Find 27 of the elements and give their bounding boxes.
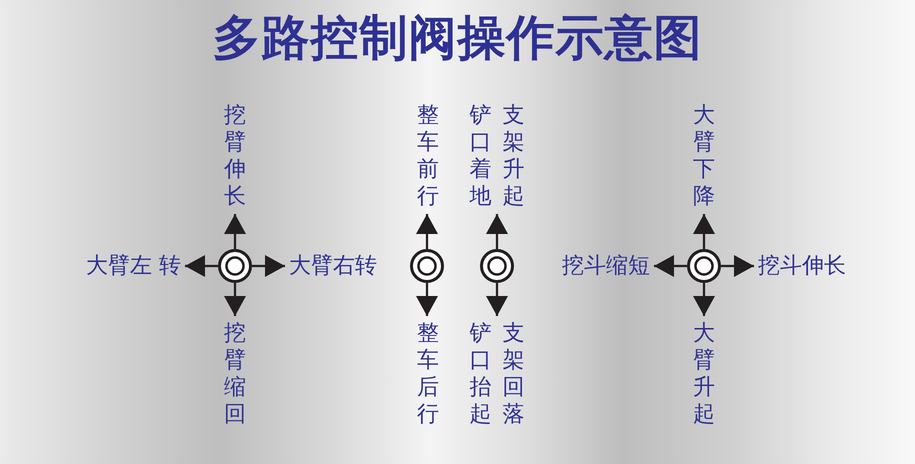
arrow bbox=[224, 283, 246, 316]
arrow bbox=[252, 255, 285, 277]
direction-label: 支架升起 bbox=[502, 102, 524, 210]
diagram-title: 多路控制阀操作示意图 bbox=[212, 10, 702, 66]
arrow bbox=[654, 255, 687, 277]
direction-label: 大臂右转 bbox=[289, 252, 377, 280]
direction-label: 铲口着地 bbox=[470, 102, 492, 210]
arrow bbox=[185, 255, 218, 277]
direction-label: 整车前行 bbox=[417, 102, 439, 210]
direction-label: 挖臂伸长 bbox=[224, 102, 246, 210]
arrow bbox=[486, 214, 508, 249]
direction-label: 大臂下降 bbox=[693, 102, 715, 210]
direction-label: 挖臂缩回 bbox=[224, 320, 246, 428]
direction-label: 大臂左 转 bbox=[86, 252, 181, 280]
arrow bbox=[693, 214, 715, 249]
arrow bbox=[416, 283, 438, 316]
direction-label: 支架回落 bbox=[502, 320, 524, 428]
direction-label: 挖斗缩短 bbox=[562, 252, 650, 280]
direction-label: 铲口抬起 bbox=[470, 320, 492, 428]
arrow bbox=[486, 283, 508, 316]
arrow bbox=[693, 283, 715, 316]
direction-label: 整车后行 bbox=[417, 320, 439, 428]
arrow bbox=[224, 214, 246, 249]
direction-label: 挖斗伸长 bbox=[758, 252, 846, 280]
direction-label: 大臂升起 bbox=[693, 320, 715, 428]
arrow bbox=[416, 214, 438, 249]
arrow bbox=[721, 255, 754, 277]
